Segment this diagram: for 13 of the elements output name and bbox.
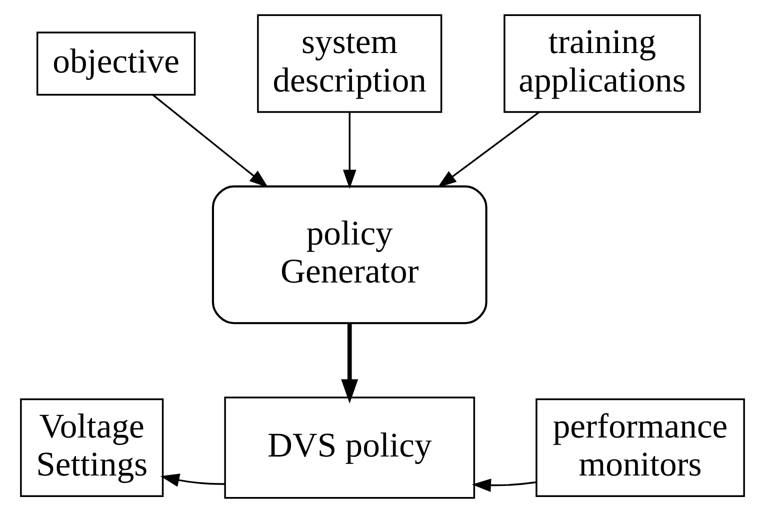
node-box: performance monitors (535, 398, 744, 497)
arrow (152, 94, 268, 188)
node-box: objective (36, 32, 196, 96)
node-box: training applications (503, 14, 700, 113)
arrow (436, 112, 540, 188)
arrow (160, 474, 224, 487)
node-box: Voltage Settings (20, 398, 164, 497)
node-box: DVS policy (224, 396, 475, 499)
node-box: system description (256, 14, 442, 113)
arrow (471, 478, 536, 492)
arrow (342, 112, 356, 189)
arrow (340, 323, 358, 404)
node-box: policy Generator (211, 185, 487, 324)
